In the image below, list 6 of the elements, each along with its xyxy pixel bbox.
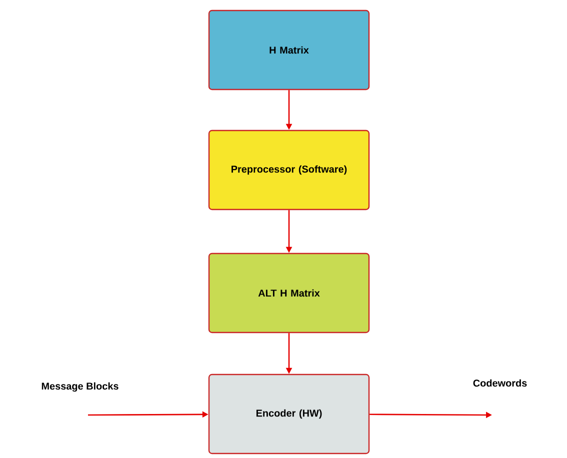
process-box: Encoder (HW) <box>208 374 370 454</box>
process-box: Preprocessor (Software) <box>208 130 370 210</box>
process-box: H Matrix <box>208 10 370 90</box>
edge-label: Message Blocks <box>42 382 118 392</box>
process-box: ALT H Matrix <box>208 252 370 334</box>
edge-label: Codewords <box>473 379 527 387</box>
